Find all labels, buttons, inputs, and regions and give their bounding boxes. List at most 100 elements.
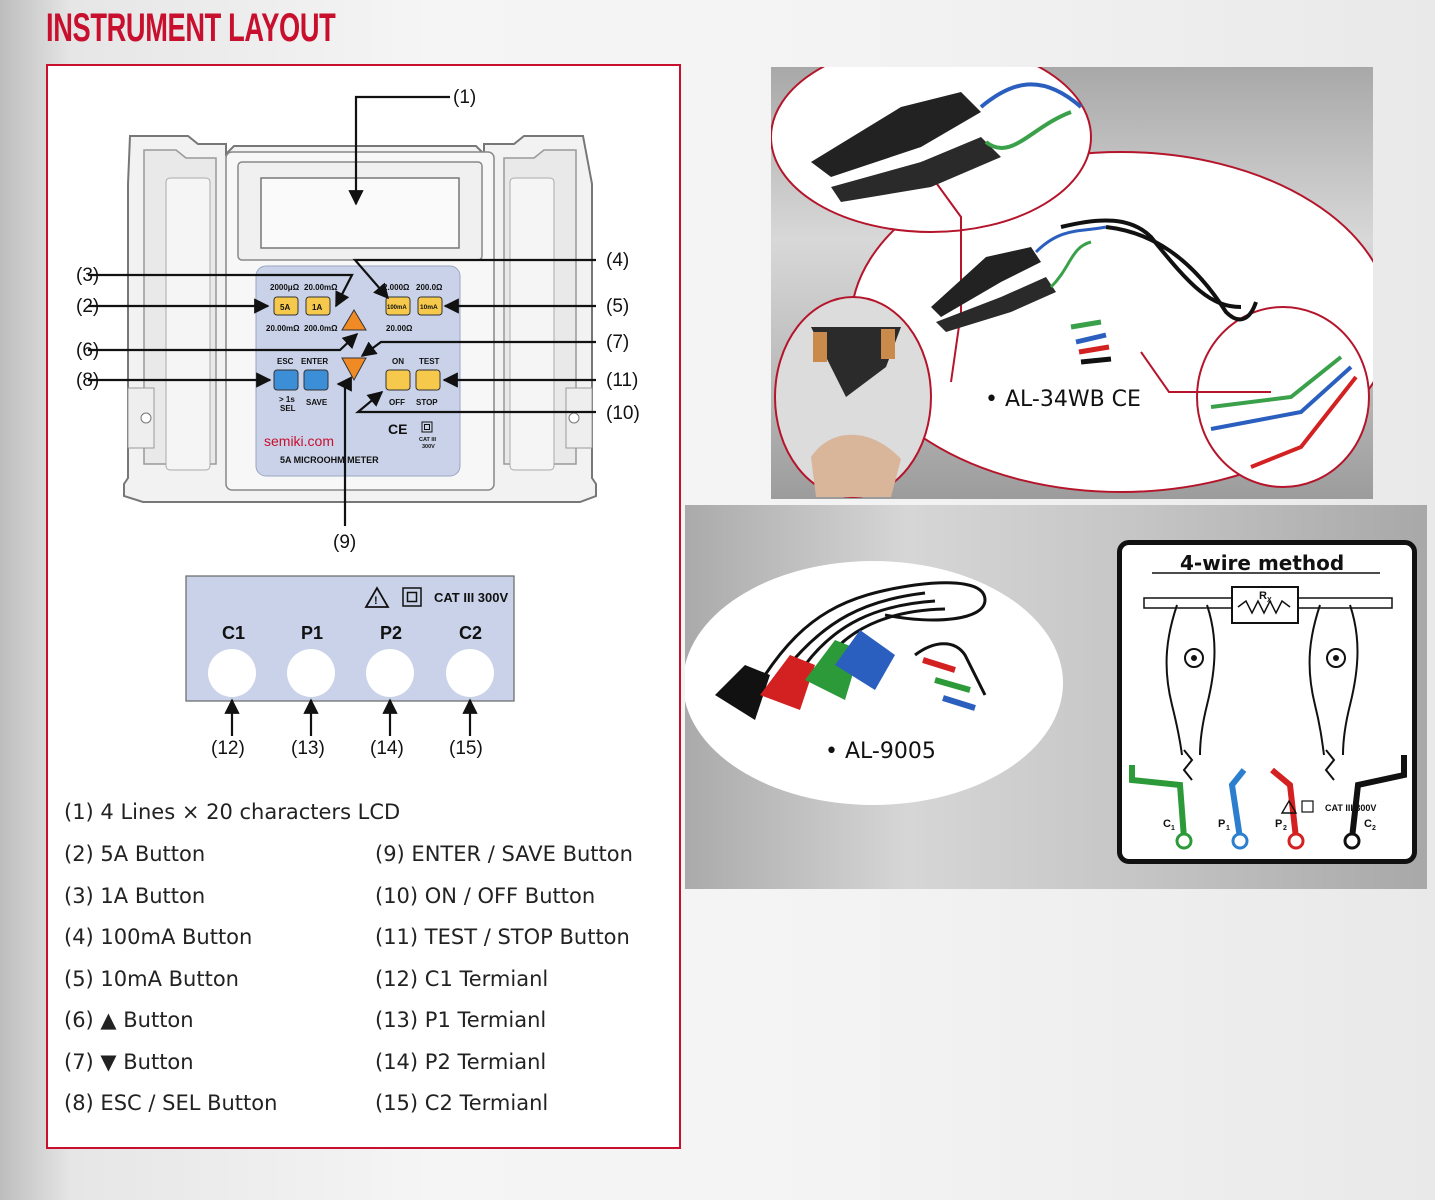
callout-1: (1)	[453, 87, 476, 108]
legend-right-item: (9) ENTER / SAVE Button	[375, 842, 633, 866]
warning-icon-mark: !	[374, 595, 378, 607]
warning-icon	[364, 586, 390, 608]
terminal-socket-p1[interactable]	[287, 649, 335, 697]
terminal-socket-c2[interactable]	[446, 649, 494, 697]
four-wire-svg: 4-wire method R X CAT III 300V C 1	[1129, 551, 1407, 850]
on-key-label: ON	[392, 357, 404, 366]
brand-url: semiki.com	[264, 433, 334, 449]
esc-sel-button[interactable]	[273, 369, 299, 391]
legend-right-item: (13) P1 Termianl	[375, 1008, 547, 1032]
label-p1-sub: 1	[1226, 825, 1230, 832]
legend-left-item: (5) 10mA Button	[64, 967, 239, 991]
button-5a-label: 5A	[280, 303, 290, 312]
button-10ma[interactable]: 10mA	[417, 296, 443, 316]
wire-cat-label: CAT III 300V	[1325, 803, 1376, 813]
label-c2-sub: 2	[1372, 825, 1376, 832]
terminal-name-p1: P1	[301, 623, 323, 643]
warning-small-icon	[1280, 799, 1298, 814]
range-label-20mohm-bottom: 20.00mΩ	[266, 324, 300, 333]
terminal-name-p2: P2	[380, 623, 402, 643]
terminal-socket-p2[interactable]	[366, 649, 414, 697]
legend-left-item: (4) 100mA Button	[64, 925, 253, 949]
resistor-icon	[1237, 599, 1291, 615]
instrument-housing	[123, 135, 597, 503]
callout-13: (13)	[291, 738, 325, 759]
cat-mark-line2: 300V	[422, 444, 435, 450]
gt1s-label: > 1s	[279, 395, 295, 404]
legend-left-item: (6) ▲ Button	[64, 1008, 194, 1032]
double-insulation-terminal-icon	[402, 587, 422, 607]
sel-label: SEL	[280, 404, 296, 413]
product-caption-al9005: • AL-9005	[825, 739, 936, 764]
callout-5: (5)	[606, 296, 629, 317]
legend-right-item: (12) C1 Termianl	[375, 967, 549, 991]
rx-sub-label: X	[1267, 597, 1272, 604]
up-triangle-icon[interactable]	[341, 309, 367, 331]
terminal-name-c1: C1	[222, 623, 245, 643]
callout-11: (11)	[606, 370, 638, 391]
legend-left-item: (2) 5A Button	[64, 842, 206, 866]
product-photo-al34wb: • AL-34WB CE	[771, 67, 1373, 499]
on-off-button[interactable]	[385, 369, 411, 391]
rx-label: R	[1259, 590, 1267, 602]
callout-14: (14)	[370, 738, 404, 759]
legend-right-item: (11) TEST / STOP Button	[375, 925, 630, 949]
label-p2-sub: 2	[1283, 825, 1287, 832]
model-name: 5A MICROOHM METER	[280, 455, 379, 465]
label-p2: P	[1275, 818, 1282, 830]
button-10ma-label: 10mA	[420, 304, 438, 311]
al9005-illustration: • AL-9005	[685, 561, 1063, 805]
stop-label: STOP	[416, 398, 438, 407]
terminal-socket-c1[interactable]	[208, 649, 256, 697]
instrument-diagram: 2000μΩ 20.00mΩ 2.000Ω 200.0Ω 20.00mΩ 200…	[76, 87, 640, 759]
button-100ma[interactable]: 100mA	[385, 296, 411, 316]
enter-save-button[interactable]	[303, 369, 329, 391]
terminal-name-c2: C2	[459, 623, 482, 643]
label-c1: C	[1163, 818, 1171, 830]
callout-8: (8)	[76, 370, 99, 391]
label-p1: P	[1218, 818, 1225, 830]
button-1a[interactable]: 1A	[305, 296, 331, 316]
legend-left-item: (7) ▼ Button	[64, 1050, 194, 1074]
legend-left-item: (8) ESC / SEL Button	[64, 1091, 278, 1115]
callout-4: (4)	[606, 250, 629, 271]
legend-right-item: (10) ON / OFF Button	[375, 884, 596, 908]
callout-9: (9)	[333, 532, 356, 553]
four-wire-method-diagram: 4-wire method R X CAT III 300V C 1	[1117, 540, 1417, 864]
cat-mark-line1: CAT III	[419, 437, 436, 443]
legend-left-item: (3) 1A Button	[64, 884, 206, 908]
callout-10: (10)	[606, 403, 640, 424]
label-c1-sub: 1	[1171, 825, 1175, 832]
down-triangle-icon[interactable]	[341, 357, 367, 382]
terminal-cat-label: CAT III 300V	[434, 590, 509, 605]
product-caption-al34wb: • AL-34WB CE	[985, 387, 1141, 412]
callout-6: (6)	[76, 340, 99, 361]
button-5a[interactable]: 5A	[273, 296, 299, 316]
callout-3: (3)	[76, 265, 99, 286]
page-heading: INSTRUMENT LAYOUT	[46, 6, 336, 50]
enter-key-label: ENTER	[301, 357, 328, 366]
test-stop-button[interactable]	[415, 369, 441, 391]
double-insulation-inner-icon	[424, 424, 430, 430]
double-insulation-small-icon	[1301, 800, 1314, 813]
terminal-panel: ! CAT III 300V C1 P1 P2 C2	[185, 575, 515, 702]
four-wire-title: 4-wire method	[1180, 551, 1344, 575]
esc-key-label: ESC	[277, 357, 294, 366]
button-1a-label: 1A	[312, 303, 322, 312]
callout-12: (12)	[211, 738, 245, 759]
label-c2: C	[1364, 818, 1372, 830]
legend-right-item: (14) P2 Termianl	[375, 1050, 547, 1074]
range-label-200mohm: 200.0mΩ	[304, 324, 338, 333]
callout-lines	[88, 95, 596, 526]
ce-mark: CE	[388, 421, 407, 437]
legend-item-1: (1) 4 Lines × 20 characters LCD	[64, 800, 401, 824]
range-label-200ohm: 200.0Ω	[416, 283, 443, 292]
range-label-2ohm: 2.000Ω	[383, 283, 410, 292]
test-key-label: TEST	[419, 357, 440, 366]
range-label-2000uohm: 2000μΩ	[270, 283, 300, 292]
callout-2: (2)	[76, 296, 99, 317]
double-insulation-icon	[421, 421, 433, 433]
legend-right-item: (15) C2 Termianl	[375, 1091, 549, 1115]
terminal-callout-arrows	[224, 698, 478, 736]
range-label-20mohm-top: 20.00mΩ	[304, 283, 338, 292]
